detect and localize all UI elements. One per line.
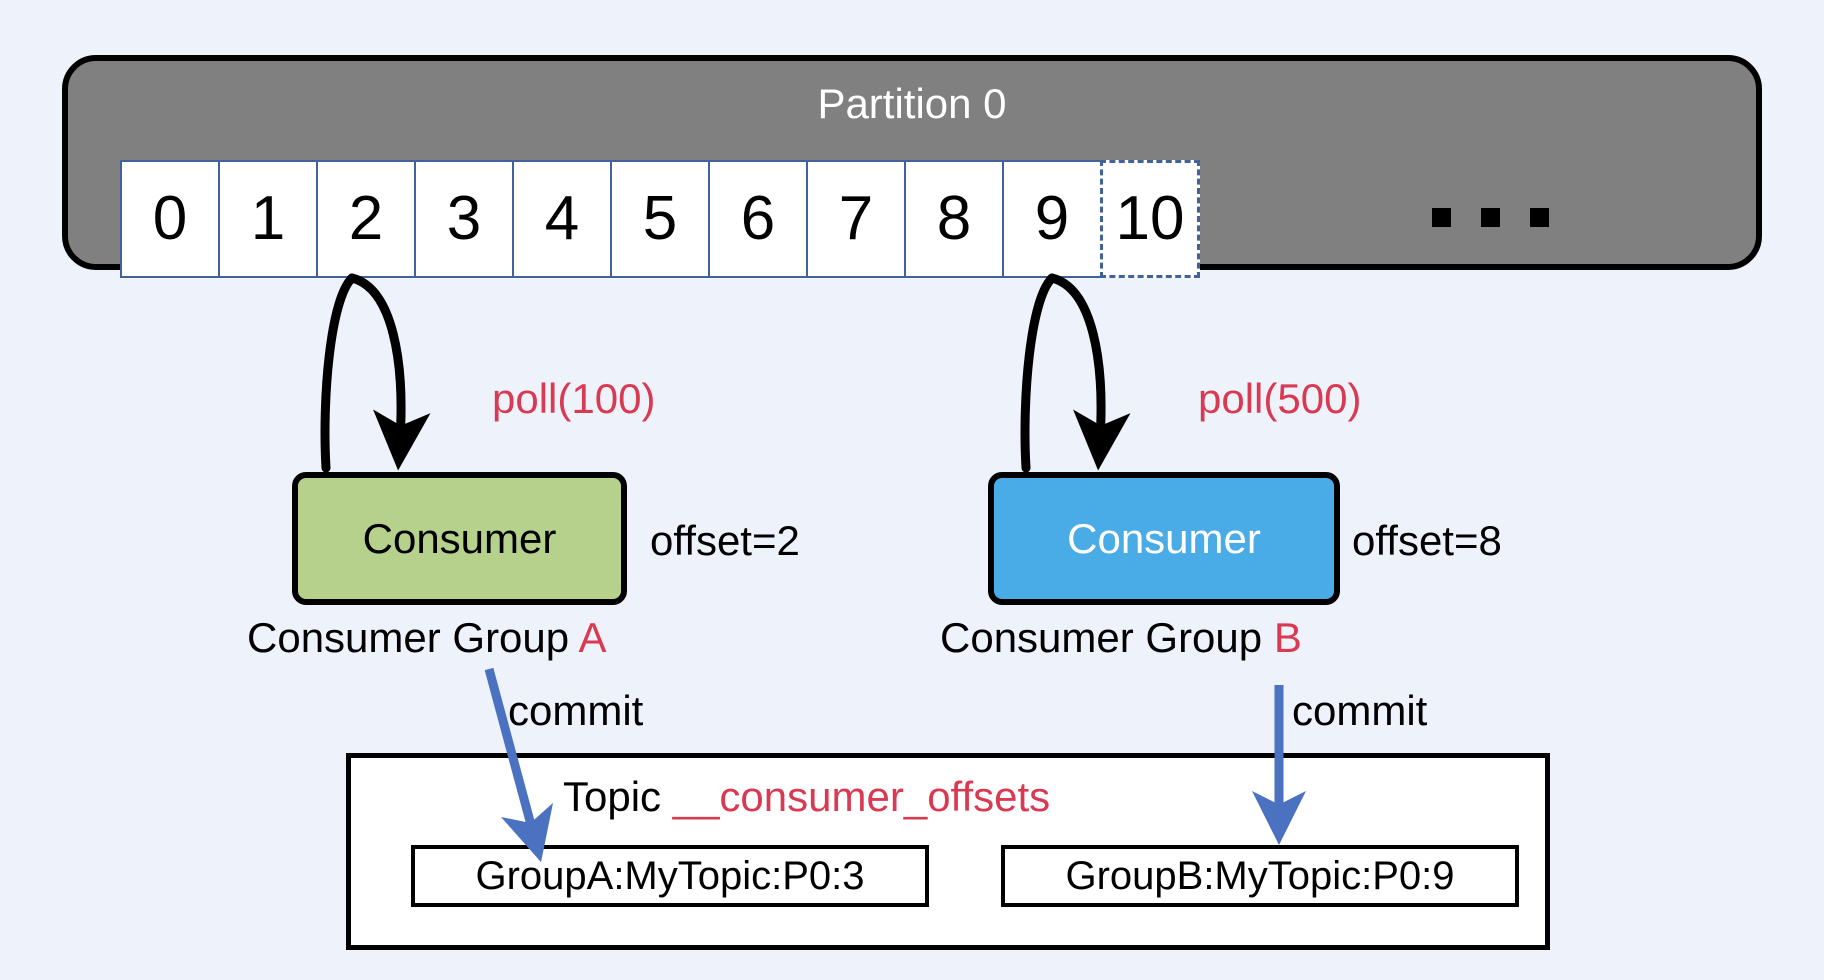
offset-cell[interactable]: 9 <box>1002 160 1102 278</box>
offset-cell[interactable]: 1 <box>218 160 318 278</box>
offset-cell[interactable]: 0 <box>120 160 220 278</box>
poll-arrow-a <box>320 273 431 473</box>
ellipsis-icon <box>1432 208 1549 227</box>
dot-icon <box>1530 208 1549 227</box>
dot-icon <box>1481 208 1500 227</box>
poll-arrow-b <box>1020 273 1131 473</box>
offsets-entry-group-a[interactable]: GroupA:MyTopic:P0:3 <box>411 845 929 907</box>
commit-label-a: commit <box>508 687 644 734</box>
consumer-b-box[interactable]: Consumer <box>988 472 1340 605</box>
dot-icon <box>1432 208 1451 227</box>
consumer-group-b-label: Consumer Group B <box>940 617 1302 659</box>
offset-cell-row: 0 1 2 3 4 5 6 7 8 9 10 <box>120 160 1200 278</box>
poll-label-a: poll(100) <box>492 375 656 422</box>
offset-cell[interactable]: 3 <box>414 160 514 278</box>
partition-title: Partition 0 <box>817 80 1007 127</box>
offset-cell[interactable]: 6 <box>708 160 808 278</box>
poll-label-b: poll(500) <box>1198 375 1362 422</box>
consumer-b-label: Consumer <box>1067 514 1261 562</box>
consumer-offsets-topic-box: Topic __consumer_offsets GroupA:MyTopic:… <box>346 753 1550 950</box>
group-a-prefix: Consumer Group <box>247 614 579 661</box>
offset-cell[interactable]: 8 <box>904 160 1004 278</box>
commit-label-b: commit <box>1292 687 1428 734</box>
offset-cell[interactable]: 2 <box>316 160 416 278</box>
offsets-entry-group-b[interactable]: GroupB:MyTopic:P0:9 <box>1001 845 1519 907</box>
consumer-a-offset-label: offset=2 <box>650 517 800 564</box>
offset-cell[interactable]: 7 <box>806 160 906 278</box>
offset-cell[interactable]: 4 <box>512 160 612 278</box>
offset-cell[interactable]: 5 <box>610 160 710 278</box>
topic-title-prefix: Topic <box>563 773 673 820</box>
offset-cell-next[interactable]: 10 <box>1100 160 1200 278</box>
group-b-prefix: Consumer Group <box>940 614 1274 661</box>
topic-name: __consumer_offsets <box>672 773 1051 820</box>
topic-title: Topic __consumer_offsets <box>563 776 1050 818</box>
group-b-letter: B <box>1273 614 1302 661</box>
consumer-a-label: Consumer <box>362 514 557 562</box>
consumer-a-box[interactable]: Consumer <box>292 472 627 605</box>
group-a-letter: A <box>578 614 607 661</box>
consumer-group-a-label: Consumer Group A <box>247 617 607 659</box>
consumer-b-offset-label: offset=8 <box>1352 517 1502 564</box>
